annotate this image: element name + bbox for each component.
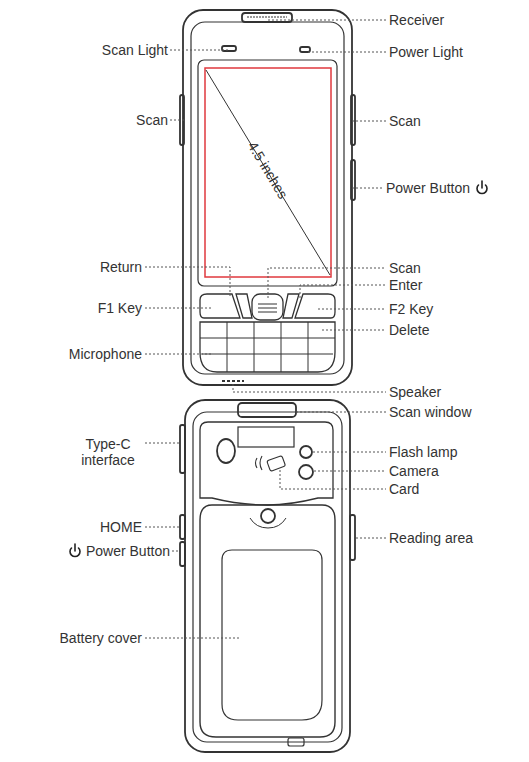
part-label: Card bbox=[389, 481, 419, 497]
flash-lamp bbox=[300, 446, 312, 458]
part-label: Power Button bbox=[386, 180, 470, 196]
scan-key-mark bbox=[258, 308, 277, 309]
speaker-grille bbox=[222, 380, 244, 382]
return-key bbox=[236, 294, 252, 318]
type-c-cover bbox=[180, 425, 185, 473]
part-label: HOME bbox=[100, 519, 142, 535]
cover-lock bbox=[261, 509, 275, 523]
part-label: Receiver bbox=[389, 12, 444, 28]
part-label: Return bbox=[100, 259, 142, 275]
lanyard-hole bbox=[217, 439, 235, 463]
battery-cover bbox=[200, 505, 335, 737]
bottom-port bbox=[288, 738, 304, 746]
camera-lens bbox=[299, 465, 313, 479]
part-label: Enter bbox=[389, 277, 422, 293]
dimension-label: 4.5 inches bbox=[238, 127, 298, 212]
card-symbol bbox=[256, 456, 286, 472]
scan-key-mark bbox=[258, 312, 277, 313]
receiver-slots bbox=[247, 17, 287, 18]
leader-lines bbox=[145, 20, 386, 638]
scan-key-mark bbox=[258, 304, 277, 305]
f1-key bbox=[200, 294, 240, 318]
receiver-grille bbox=[242, 13, 292, 22]
part-label: Flash lamp bbox=[389, 444, 457, 460]
part-label: F1 Key bbox=[98, 300, 142, 316]
reading-area-key bbox=[350, 515, 355, 560]
part-label: Scan window bbox=[389, 404, 472, 420]
side-scan-key bbox=[351, 95, 355, 145]
front-view bbox=[180, 10, 355, 385]
battery-cover-panel bbox=[222, 550, 322, 720]
part-label: Scan Light bbox=[102, 42, 168, 58]
power-icon bbox=[70, 544, 80, 557]
screen-bezel bbox=[198, 60, 337, 286]
power-light bbox=[300, 47, 310, 52]
camera-module bbox=[200, 422, 333, 505]
power-key bbox=[180, 542, 185, 566]
f2-key bbox=[295, 294, 335, 318]
part-label: Camera bbox=[389, 463, 439, 479]
home-key bbox=[180, 515, 185, 539]
keypad bbox=[200, 322, 335, 372]
part-label: Scan bbox=[136, 112, 168, 128]
back-frame bbox=[193, 412, 342, 742]
label-plate bbox=[238, 427, 294, 447]
screen-area bbox=[205, 68, 331, 277]
screen-diagonal bbox=[206, 70, 330, 275]
part-label: Battery cover bbox=[60, 630, 142, 646]
back-body bbox=[185, 400, 350, 752]
back-view bbox=[180, 400, 355, 752]
enter-key bbox=[283, 294, 299, 318]
keypad-grid bbox=[200, 322, 335, 372]
part-label: Type-C interface bbox=[72, 436, 144, 468]
part-label: Delete bbox=[389, 322, 429, 338]
part-label: Speaker bbox=[389, 384, 441, 400]
part-label: Microphone bbox=[69, 346, 142, 362]
lock-arrow bbox=[250, 518, 286, 528]
part-label: Scan bbox=[389, 260, 421, 276]
power-icon bbox=[477, 181, 487, 194]
scan-window bbox=[238, 403, 296, 417]
part-label: F2 Key bbox=[389, 301, 433, 317]
part-label: Power Button bbox=[86, 543, 170, 559]
scan-light bbox=[222, 46, 236, 51]
part-label: Reading area bbox=[389, 530, 473, 546]
part-label: Scan bbox=[389, 113, 421, 129]
front-frame bbox=[191, 22, 344, 374]
part-label: Power Light bbox=[389, 44, 463, 60]
side-power-key bbox=[351, 160, 355, 200]
front-body bbox=[183, 10, 352, 385]
